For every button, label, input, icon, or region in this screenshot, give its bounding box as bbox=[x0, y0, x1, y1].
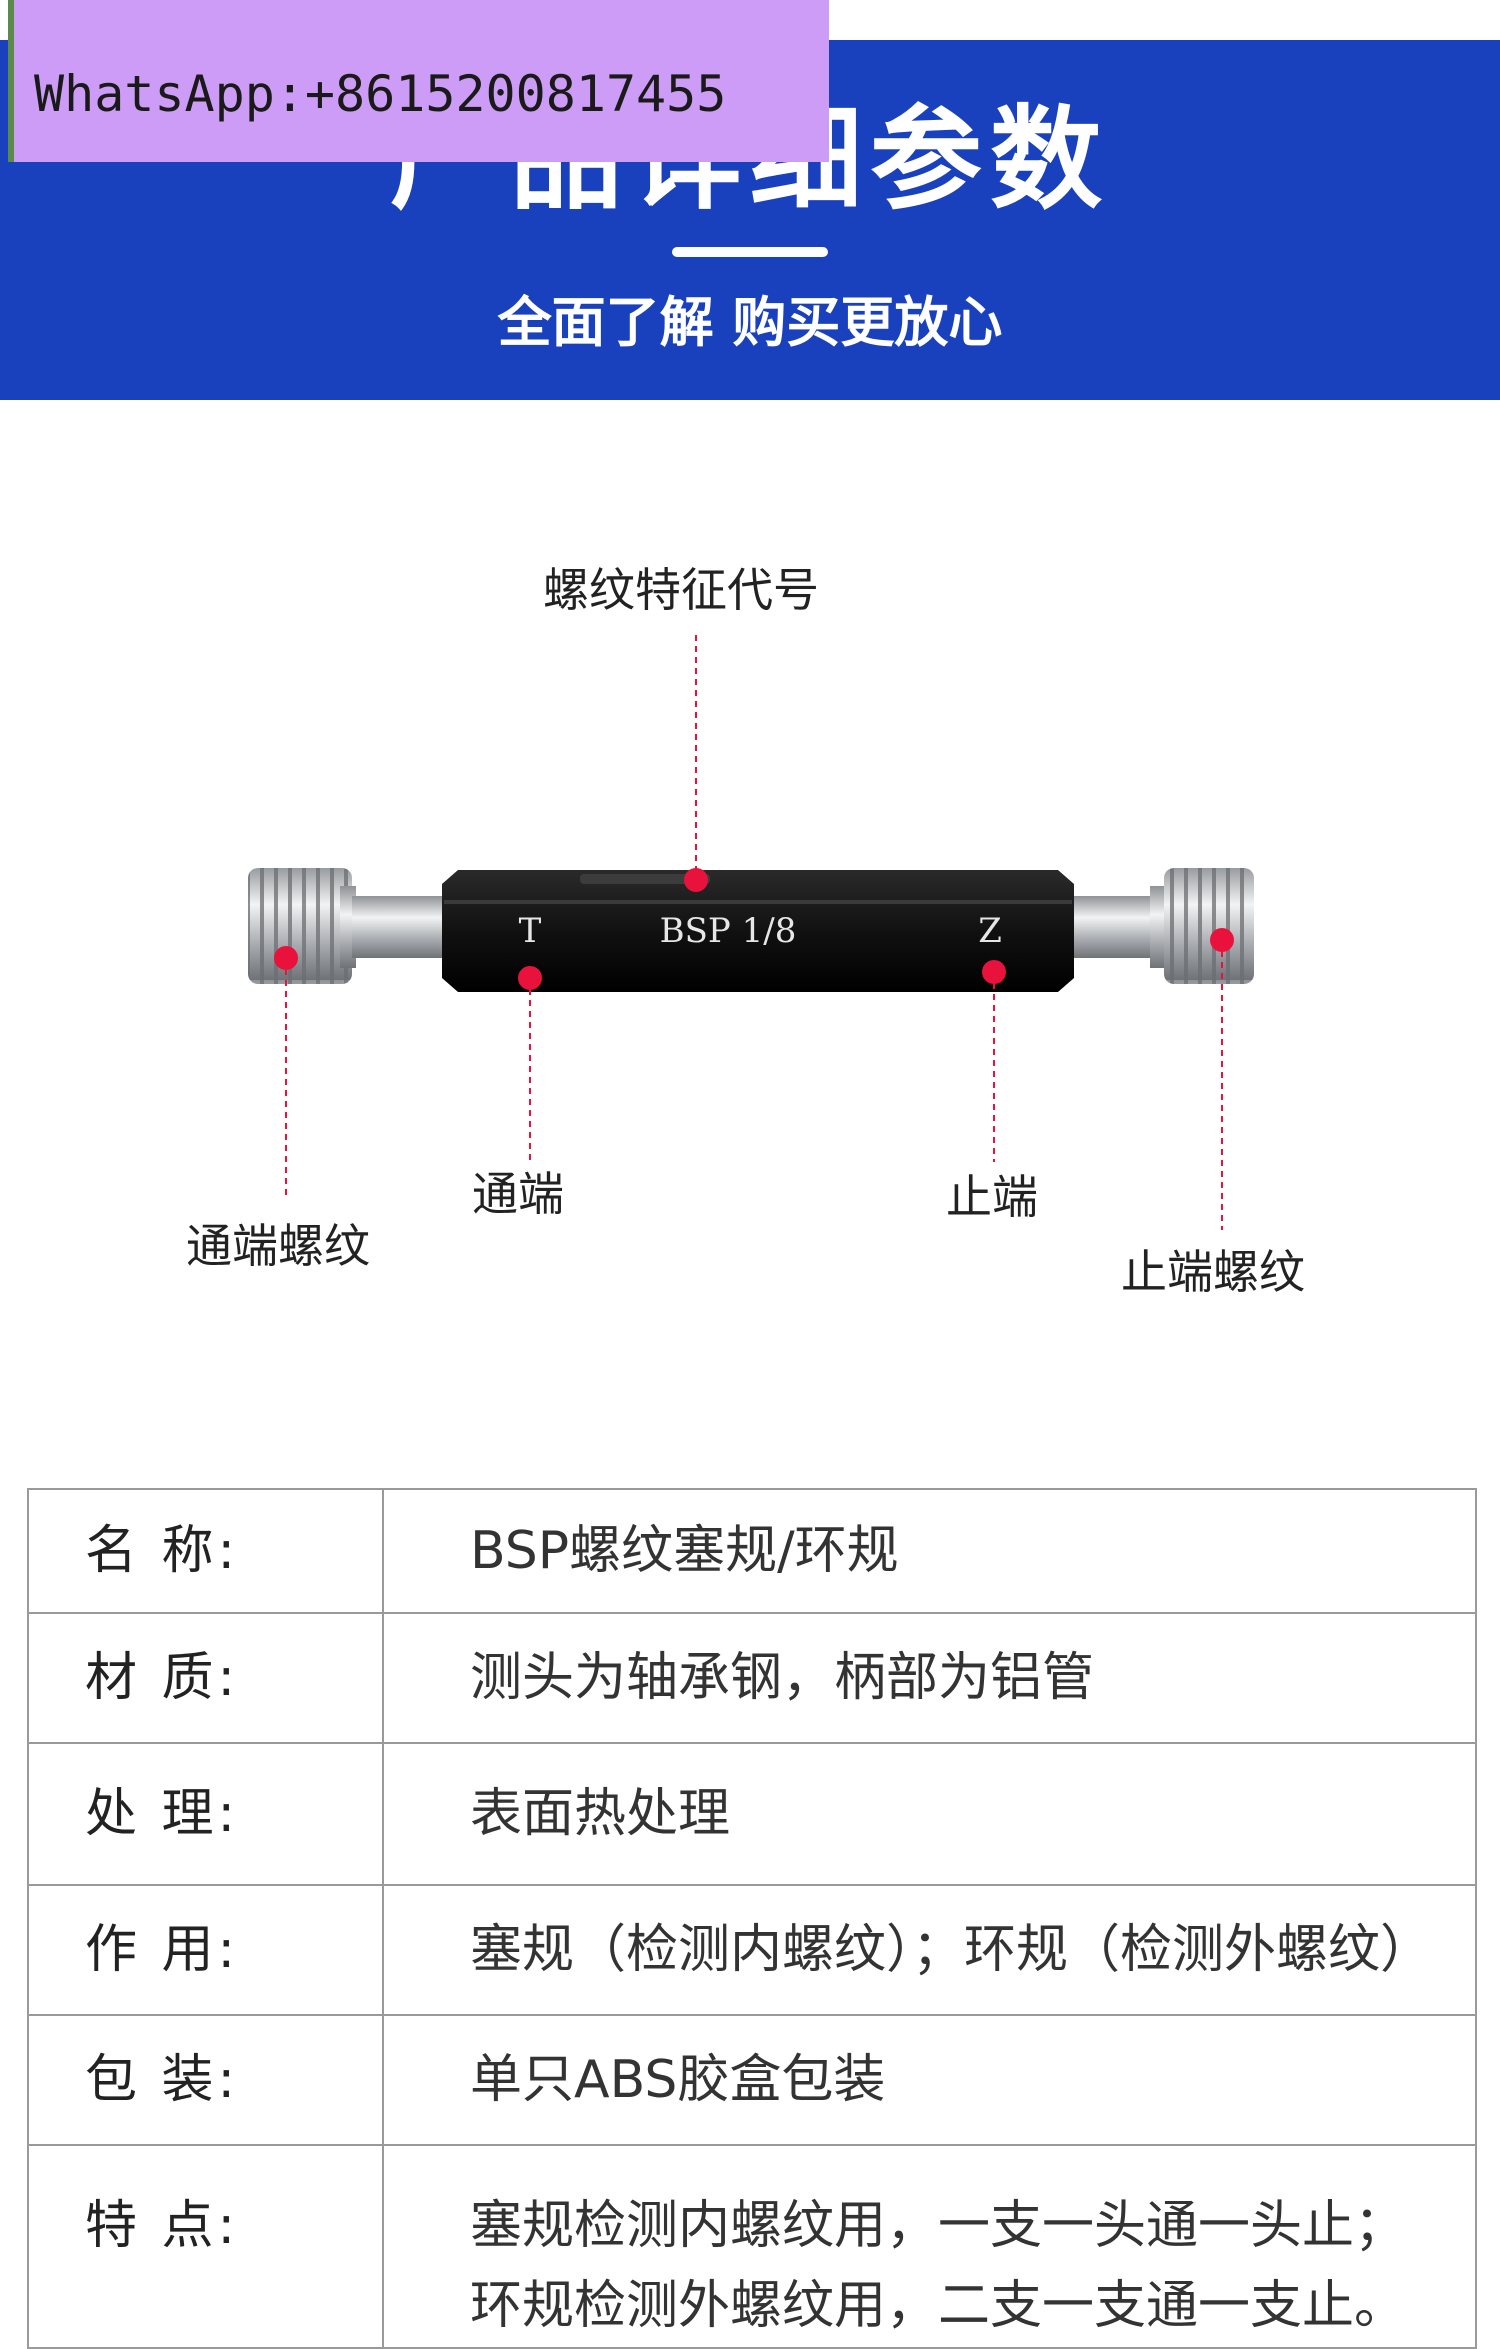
spec-label: 名 称: bbox=[27, 1488, 384, 1614]
thread-code-mark: BSP 1/8 bbox=[660, 911, 797, 951]
marker-nogo-thread bbox=[1210, 928, 1234, 952]
nogo-mark: Z bbox=[978, 911, 1002, 951]
table-row: 特 点: 塞规检测内螺纹用，一支一头通一头止； 环规检测外螺纹用，二支一支通一支… bbox=[27, 2144, 1477, 2349]
spec-label: 包 装: bbox=[27, 2014, 384, 2146]
callout-nogo-end: 止端 bbox=[946, 1170, 1038, 1224]
spec-value-line: 塞规检测内螺纹用，一支一头通一头止； bbox=[470, 2196, 1407, 2256]
product-diagram: T BSP 1/8 Z 螺纹特征代号 通端螺纹 通端 止端 止端螺纹 bbox=[0, 400, 1500, 1400]
table-row: 处 理: 表面热处理 bbox=[27, 1742, 1477, 1886]
watermark-text: WhatsApp:+8615200817455 bbox=[34, 65, 727, 123]
callout-go-end: 通端 bbox=[472, 1167, 564, 1221]
spec-label: 特 点: bbox=[27, 2144, 384, 2349]
marker-go-end bbox=[518, 966, 542, 990]
leader-lines bbox=[285, 635, 1223, 1230]
table-row: 包 装: 单只ABS胶盒包装 bbox=[27, 2014, 1477, 2146]
table-row: 作 用: 塞规（检测内螺纹）；环规（检测外螺纹） bbox=[27, 1884, 1477, 2016]
callout-nogo-thread: 止端螺纹 bbox=[1121, 1245, 1305, 1299]
title-underline bbox=[672, 247, 828, 257]
spec-value-line: 环规检测外螺纹用，二支一支通一支止。 bbox=[470, 2276, 1407, 2336]
spec-value: 表面热处理 bbox=[382, 1742, 1477, 1886]
table-row: 材 质: 测头为轴承钢，柄部为铝管 bbox=[27, 1612, 1477, 1744]
callout-thread-code: 螺纹特征代号 bbox=[543, 563, 819, 617]
spec-value: 测头为轴承钢，柄部为铝管 bbox=[382, 1612, 1477, 1744]
spec-label: 作 用: bbox=[27, 1884, 384, 2016]
spec-label: 处 理: bbox=[27, 1742, 384, 1886]
spec-value: BSP螺纹塞规/环规 bbox=[382, 1488, 1477, 1614]
spec-table: 名 称: BSP螺纹塞规/环规 材 质: 测头为轴承钢，柄部为铝管 处 理: 表… bbox=[27, 1488, 1477, 2349]
spec-label: 材 质: bbox=[27, 1612, 384, 1744]
go-mark: T bbox=[519, 911, 542, 951]
marker-nogo-end bbox=[982, 960, 1006, 984]
marker-go-thread bbox=[274, 946, 298, 970]
callout-go-thread: 通端螺纹 bbox=[186, 1219, 370, 1273]
nogo-thread-end bbox=[1068, 868, 1254, 984]
contact-watermark: WhatsApp:+8615200817455 bbox=[8, 0, 829, 162]
spec-value: 塞规（检测内螺纹）；环规（检测外螺纹） bbox=[382, 1884, 1477, 2016]
spec-value: 单只ABS胶盒包装 bbox=[382, 2014, 1477, 2146]
gauge-handle bbox=[442, 870, 1074, 992]
go-thread-end bbox=[248, 868, 446, 984]
thread-gauge-illustration: T BSP 1/8 Z bbox=[248, 635, 1254, 1230]
page-subtitle: 全面了解 购买更放心 bbox=[497, 291, 1003, 354]
table-row: 名 称: BSP螺纹塞规/环规 bbox=[27, 1488, 1477, 1614]
spec-value: 塞规检测内螺纹用，一支一头通一头止； 环规检测外螺纹用，二支一支通一支止。 bbox=[382, 2144, 1477, 2349]
marker-thread-code bbox=[684, 868, 708, 892]
